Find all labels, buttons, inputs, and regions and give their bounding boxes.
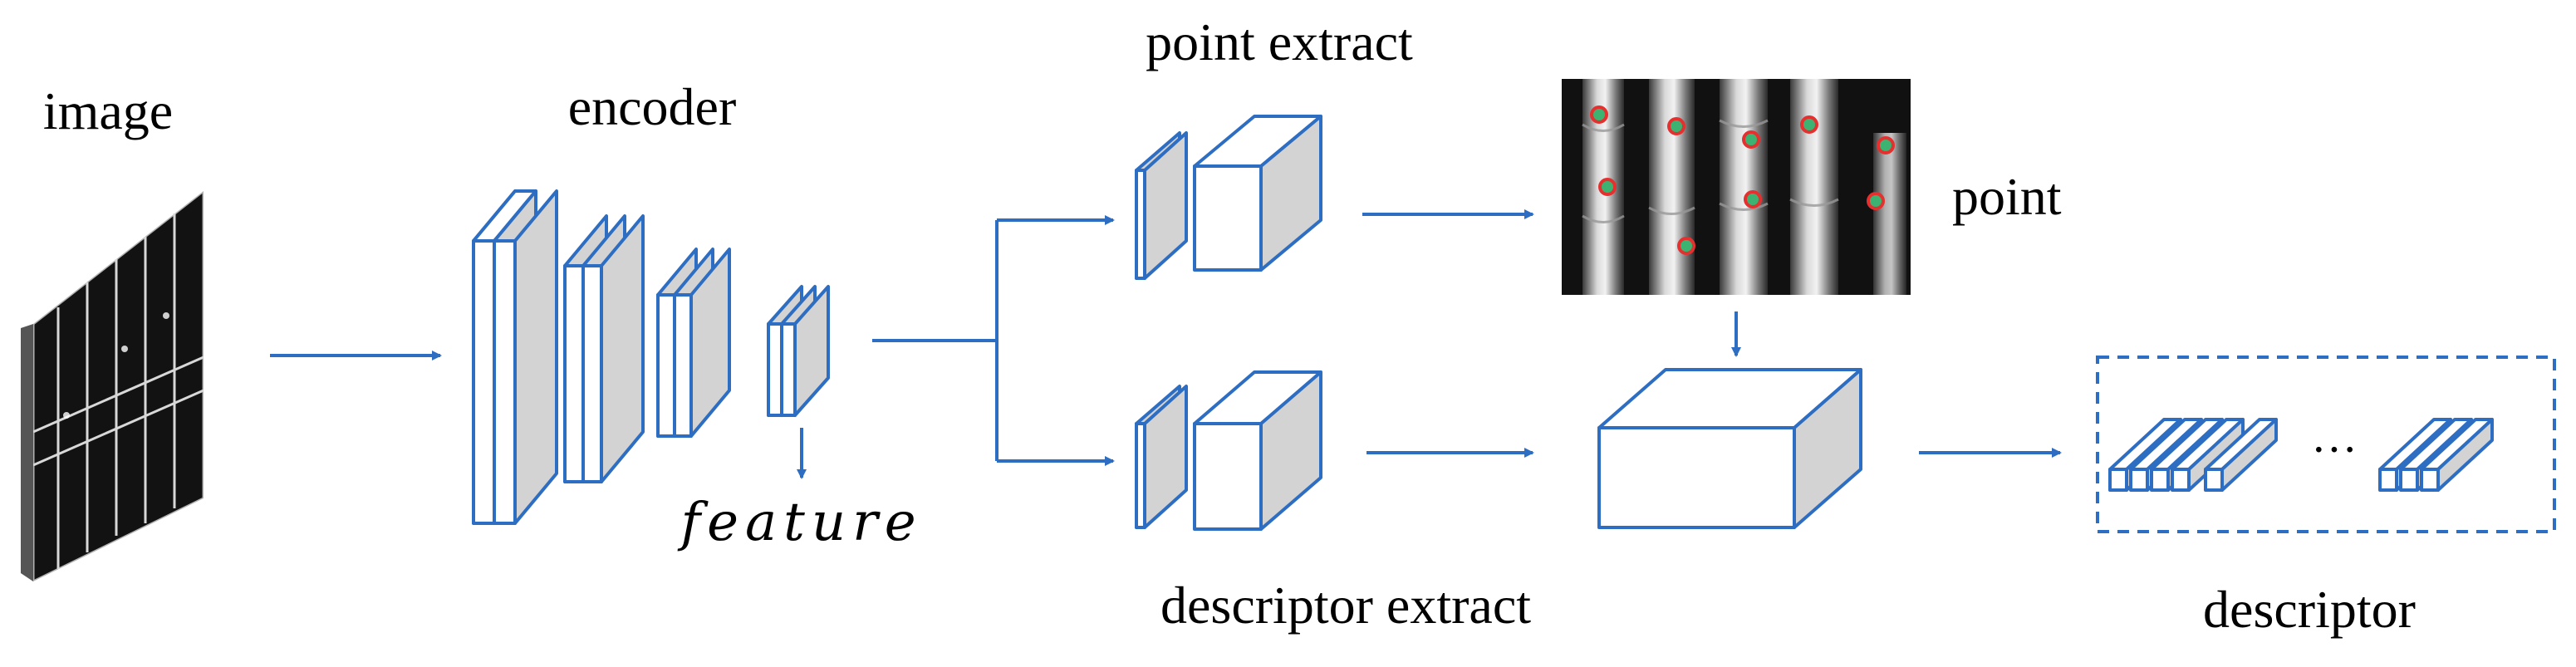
encoder-label: encoder — [568, 77, 737, 136]
keypoint-markers — [1590, 105, 1895, 255]
encoder-layer-2 — [563, 214, 645, 483]
encoder-layer-4 — [767, 285, 830, 417]
point-extract-thin-layer — [1135, 131, 1188, 280]
descriptor-container — [2096, 356, 2556, 533]
point-extract-block — [1193, 115, 1322, 272]
point-extract-label: point extract — [1146, 12, 1413, 71]
encoder-layer-3 — [656, 248, 731, 438]
point-image — [1562, 79, 1911, 295]
descriptor-label: descriptor — [2203, 580, 2416, 639]
ellipsis-label: ··· — [2311, 424, 2358, 476]
branch-connector — [872, 220, 999, 461]
descriptor-extract-thin-layer — [1135, 385, 1188, 529]
descriptor-extract-block — [1193, 370, 1322, 531]
fusion-block — [1597, 368, 1862, 529]
encoder-layer-1 — [472, 189, 558, 525]
point-label: point — [1952, 167, 2062, 226]
feature-label: feature — [677, 492, 922, 553]
descriptor-vectors — [2108, 418, 2494, 492]
image-label: image — [43, 81, 173, 140]
input-image-pipes — [32, 213, 204, 569]
descriptor-extract-label: descriptor extract — [1160, 576, 1531, 635]
input-image-slab — [21, 188, 205, 584]
